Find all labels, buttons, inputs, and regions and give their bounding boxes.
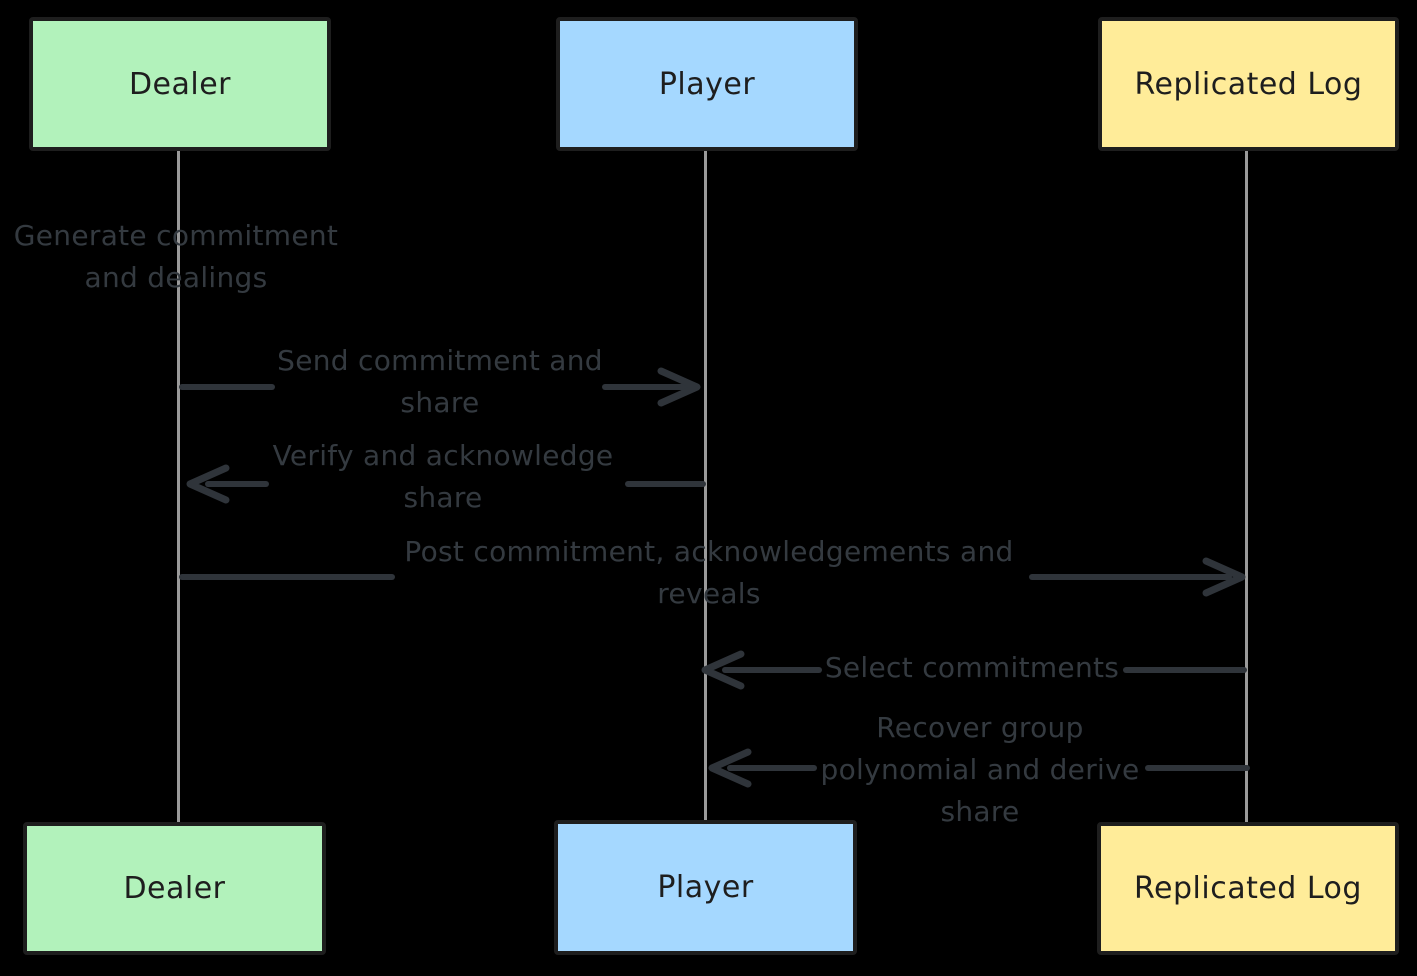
arrowhead-left-icon xyxy=(708,748,752,788)
arrowhead-right-icon xyxy=(1202,557,1246,597)
actor-label-dealer-bottom: Dealer xyxy=(123,871,226,906)
message-label-recover-polynomial: Recover group polynomial and derive shar… xyxy=(820,711,1140,828)
arrow-tail-select-commitments xyxy=(1123,667,1247,673)
actor-label-dealer-top: Dealer xyxy=(128,66,232,102)
actor-label-replicated-log-bottom: Replicated Log xyxy=(1134,871,1362,906)
arrow-line-verify-acknowledge xyxy=(205,481,269,487)
message-label-post-commitment: Post commitment, acknowledgements and re… xyxy=(404,535,1014,610)
lifeline-replicated-log xyxy=(1245,150,1248,824)
arrow-tail-recover-polynomial xyxy=(1145,765,1250,771)
arrow-tail-verify-acknowledge xyxy=(625,481,706,487)
message-label-verify-acknowledge: Verify and acknowledge share xyxy=(272,439,614,514)
actor-box-player-bottom: Player xyxy=(554,820,857,955)
message-label-generate-commitment: Generate commitment and dealings xyxy=(13,219,339,294)
actor-box-dealer-bottom: Dealer xyxy=(23,822,326,955)
arrowhead-right-icon xyxy=(657,367,701,407)
actor-label-player-bottom: Player xyxy=(657,870,754,905)
arrowhead-left-icon xyxy=(701,650,745,690)
actor-label-replicated-log-top: Replicated Log xyxy=(1134,66,1363,102)
message-label-send-commitment: Send commitment and share xyxy=(277,344,603,419)
actor-box-replicated-log-bottom: Replicated Log xyxy=(1097,822,1399,955)
lifeline-dealer xyxy=(177,150,180,824)
actor-box-replicated-log-top: Replicated Log xyxy=(1098,17,1399,151)
arrow-tail-post-commitment xyxy=(179,574,395,580)
message-label-select-commitments: Select commitments xyxy=(824,651,1120,684)
arrow-tail-send-commitment xyxy=(179,384,275,390)
arrow-line-post-commitment xyxy=(1029,574,1232,580)
arrowhead-left-icon xyxy=(186,464,230,504)
arrow-line-recover-polynomial xyxy=(727,765,817,771)
actor-box-dealer-top: Dealer xyxy=(29,17,331,151)
actor-label-player-top: Player xyxy=(658,66,756,102)
lifeline-player xyxy=(704,150,707,824)
arrow-line-send-commitment xyxy=(602,384,692,390)
arrow-line-select-commitments xyxy=(722,667,822,673)
actor-box-player-top: Player xyxy=(556,17,858,151)
